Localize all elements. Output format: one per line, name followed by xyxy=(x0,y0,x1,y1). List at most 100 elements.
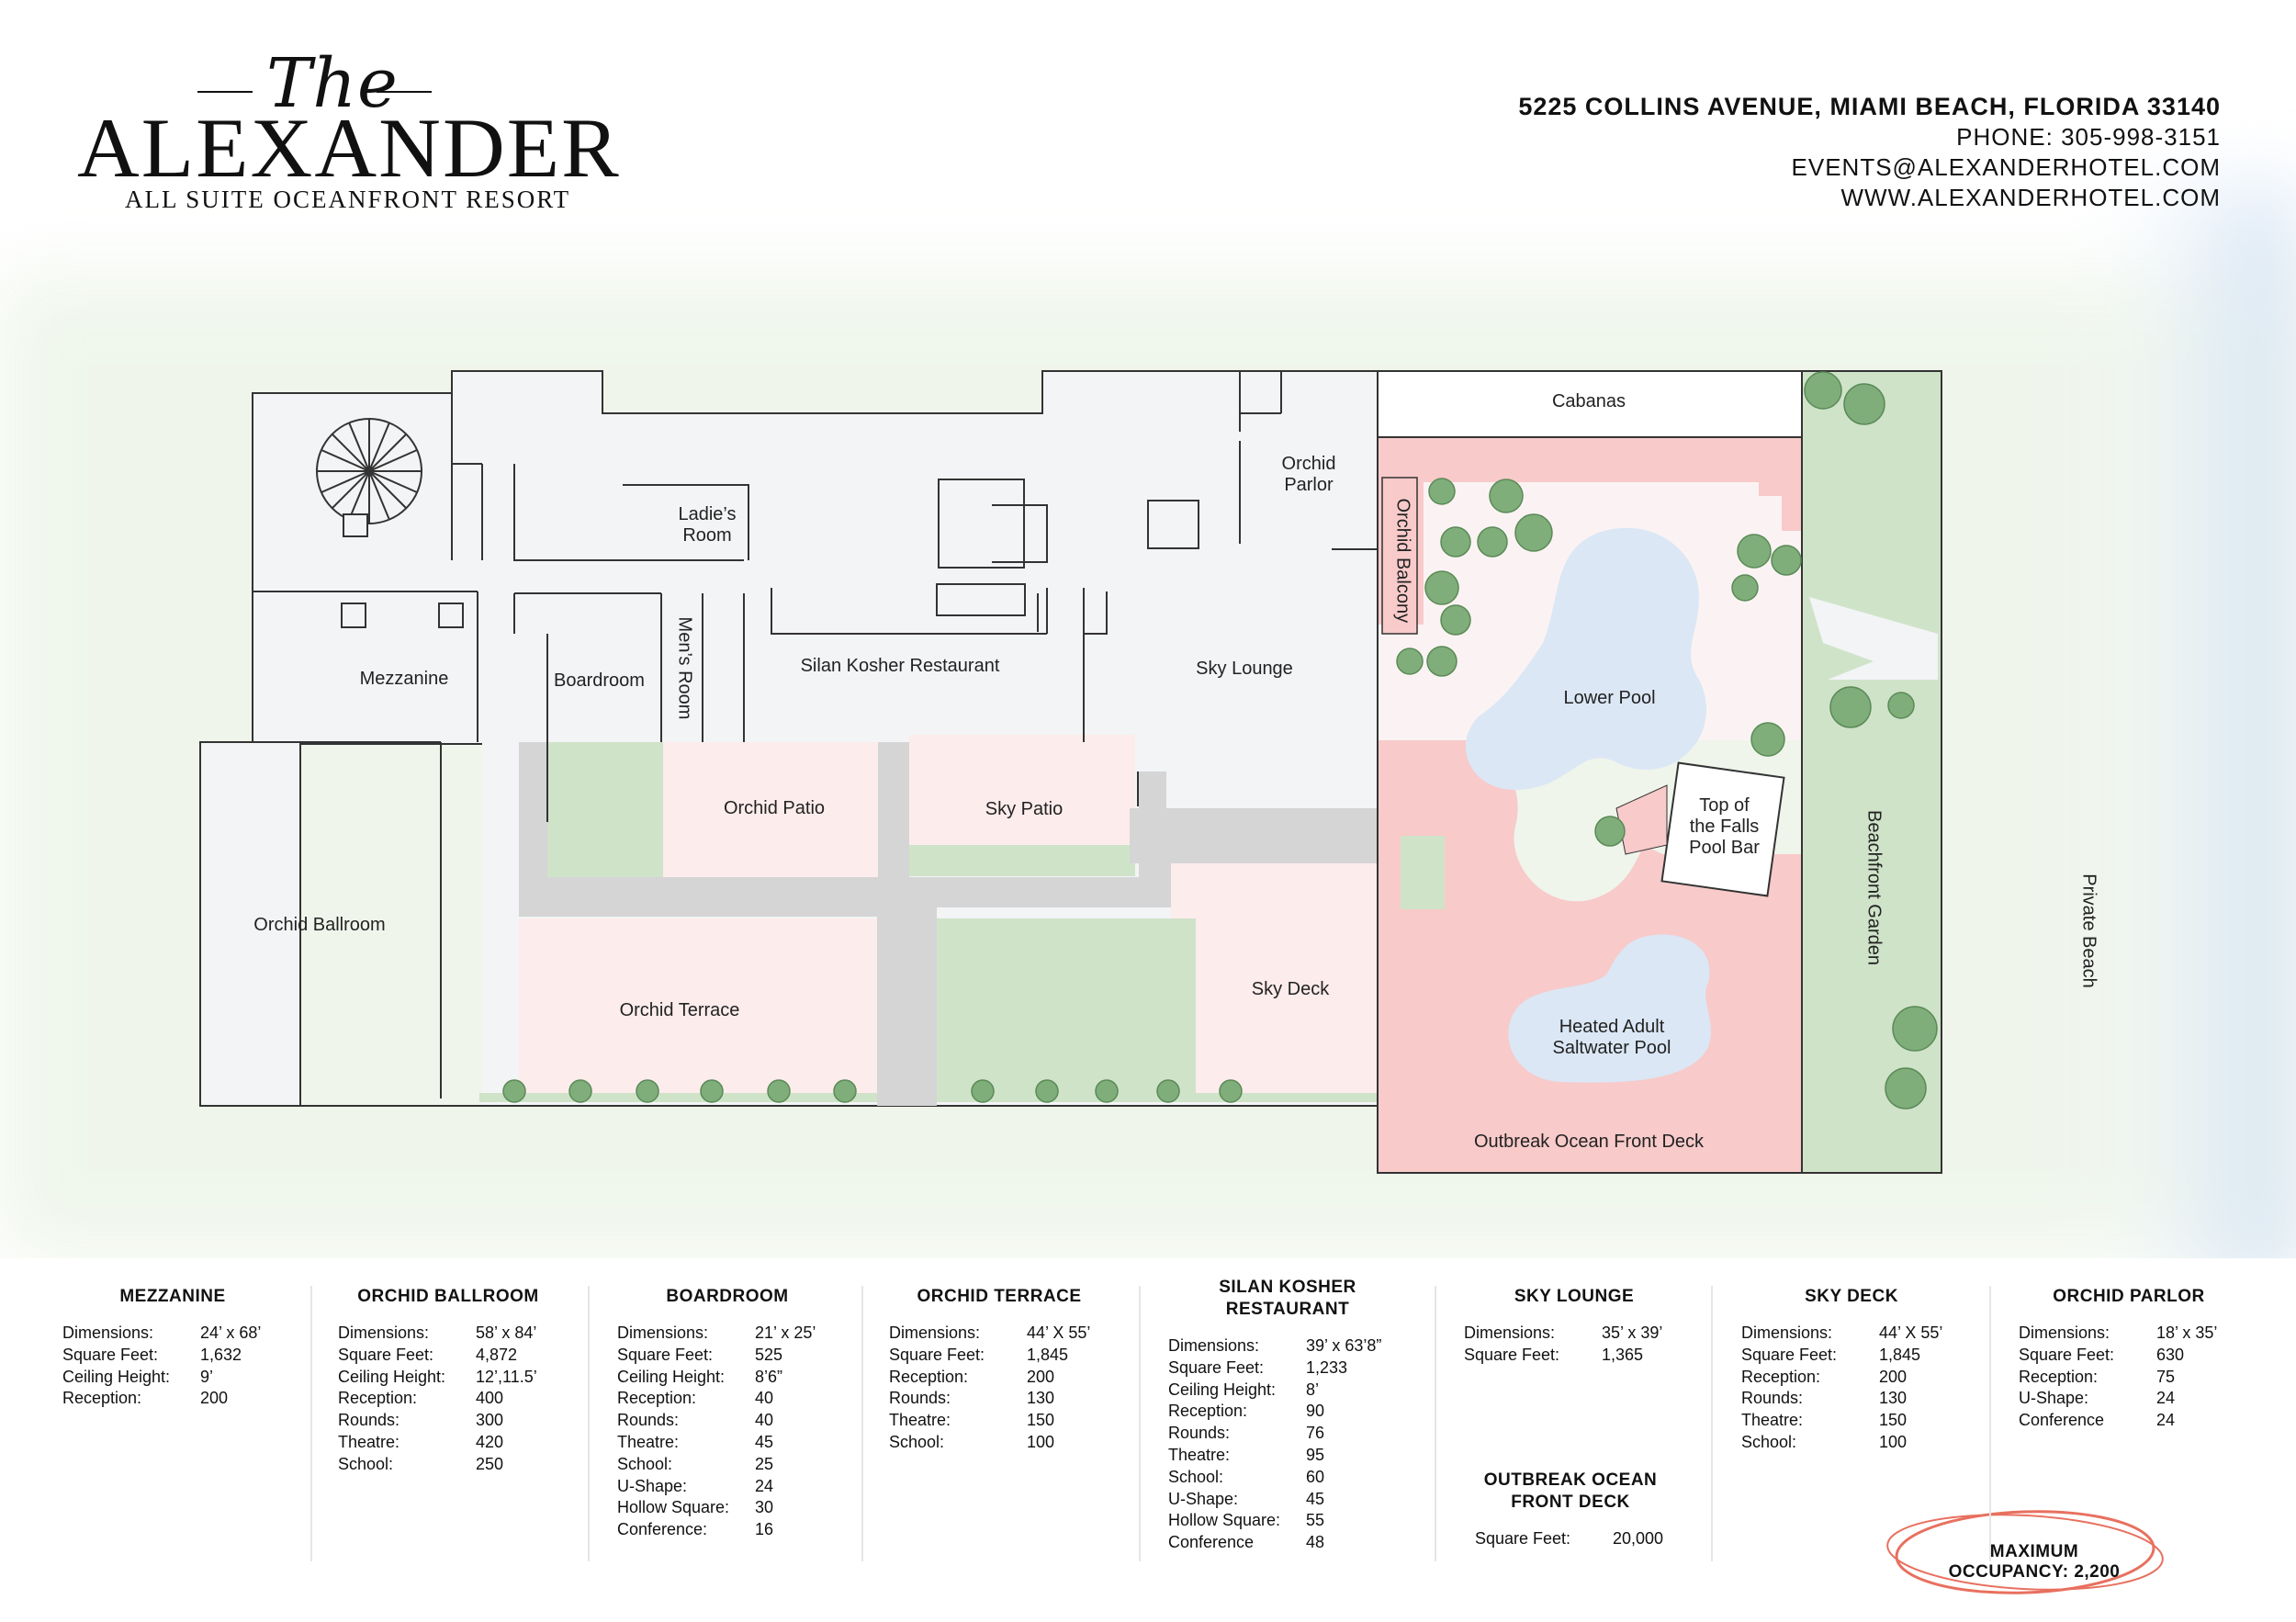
spec-value: 75 xyxy=(2156,1367,2176,1386)
spec-title: SKY LOUNGE xyxy=(1514,1287,1635,1306)
spec-value: 44’ X 55’ xyxy=(1879,1324,1943,1342)
spec-row: Dimensions:39’ x 63’8” xyxy=(1168,1335,1407,1357)
spec-label: Rounds: xyxy=(889,1389,951,1408)
email-link[interactable]: EVENTS@ALEXANDERHOTEL.COM xyxy=(1791,153,2221,181)
label-mezzanine: Mezzanine xyxy=(359,669,449,689)
brand-tagline: ALL SUITE OCEANFRONT RESORT xyxy=(125,186,571,213)
spec-value: 48 xyxy=(1306,1533,1325,1552)
spec-title: ORCHID TERRACE xyxy=(917,1287,1082,1306)
label-boardroom: Boardroom xyxy=(554,670,645,691)
label-lower-pool: Lower Pool xyxy=(1563,688,1656,708)
spec-value: 20,000 xyxy=(1613,1529,1664,1548)
contact-block: 5225 COLLINS AVENUE, MIAMI BEACH, FLORID… xyxy=(1518,92,2221,213)
spec-label: Hollow Square: xyxy=(1168,1511,1281,1530)
spec-row: School:100 xyxy=(889,1432,1109,1454)
spec-row: U-Shape:24 xyxy=(617,1476,838,1498)
spec-row: Dimensions: 21’ x 25’ xyxy=(617,1323,838,1345)
spec-label: U-Shape: xyxy=(2019,1389,2089,1408)
spec-value: 200 xyxy=(1879,1367,1908,1386)
spec-value: 21’ x 25’ xyxy=(755,1324,816,1342)
spec-value: 25 xyxy=(755,1454,774,1473)
spec-label: School: xyxy=(1168,1467,1224,1486)
spec-label: Ceiling Height: xyxy=(338,1367,446,1386)
address: 5225 COLLINS AVENUE, MIAMI BEACH, FLORID… xyxy=(1518,93,2221,120)
spec-label: Square Feet: xyxy=(889,1345,985,1364)
spec-value: 35’ x 39’ xyxy=(1602,1324,1663,1342)
label-sky-patio: Sky Patio xyxy=(985,799,1064,819)
label-orchid-patio: Orchid Patio xyxy=(723,798,826,818)
spec-label: School: xyxy=(889,1432,945,1451)
spec-value: 40 xyxy=(755,1411,774,1430)
spec-label: Square Feet: xyxy=(1168,1357,1265,1377)
max-occupancy: MAXIMUM OCCUPANCY: 2,200 xyxy=(1948,1542,2121,1582)
spec-value: 630 xyxy=(2156,1345,2185,1364)
spec-row: Rounds:130 xyxy=(889,1388,1109,1410)
orchid-terrace-area xyxy=(519,918,877,1098)
spec-value: 250 xyxy=(476,1454,504,1473)
spec-value: 24 xyxy=(755,1476,774,1495)
spec-label: Reception: xyxy=(62,1389,142,1408)
spec-value: 1,632 xyxy=(200,1345,242,1364)
orchid-patio-area xyxy=(663,742,878,880)
pool-bar xyxy=(1660,761,1785,897)
spec-label: Dimensions: xyxy=(1464,1324,1556,1342)
spec-row: Conference:16 xyxy=(617,1519,838,1541)
spec-row: Dimensions:24’ x 68’ xyxy=(62,1323,283,1345)
sky-deck-area xyxy=(1171,863,1378,1098)
label-private-beach: Private Beach xyxy=(2078,873,2099,988)
spec-value: 60 xyxy=(1306,1467,1325,1486)
spec-title: SILAN KOSHER RESTAURANT xyxy=(1219,1278,1356,1319)
spec-value: 8’6” xyxy=(755,1367,783,1386)
spec-value: 39’ x 63’8” xyxy=(1306,1336,1382,1355)
spec-row: Theatre: 45 xyxy=(617,1432,838,1454)
spec-value: 44’ X 55’ xyxy=(1027,1324,1091,1342)
spec-label: Square Feet: xyxy=(338,1345,434,1364)
spec-label: Theatre: xyxy=(338,1432,400,1451)
spec-title: OUTBREAK OCEAN FRONT DECK xyxy=(1483,1470,1658,1512)
spec-value: 525 xyxy=(755,1345,783,1364)
spec-label: School: xyxy=(617,1454,673,1473)
website-link[interactable]: WWW.ALEXANDERHOTEL.COM xyxy=(1840,184,2221,211)
spec-value: 45 xyxy=(755,1432,774,1451)
spec-label: Rounds: xyxy=(338,1411,400,1430)
spec-value: 76 xyxy=(1306,1424,1325,1443)
spec-label: Ceiling Height: xyxy=(1168,1380,1277,1399)
spec-label: Reception: xyxy=(617,1389,697,1408)
spec-outbreak-ocean-front-deck: OUTBREAK OCEAN FRONT DECK Square Feet: 2… xyxy=(1433,1470,1708,1550)
spec-row: Reception:40 xyxy=(617,1388,838,1410)
label-orchid-terrace: Orchid Terrace xyxy=(619,1000,740,1020)
label-mens-room: Men’s Room xyxy=(674,616,695,720)
spec-value: 9’ xyxy=(200,1367,214,1386)
spec-label: Rounds: xyxy=(1741,1389,1804,1408)
spec-row: Theatre:150 xyxy=(1741,1410,1962,1432)
spec-row: Dimensions:58’ x 84’ xyxy=(338,1323,558,1345)
spec-label: Hollow Square: xyxy=(617,1498,730,1517)
label-orchid-balcony: Orchid Balcony xyxy=(1392,498,1413,624)
spec-row: Ceiling Height:12’,11.5’ xyxy=(338,1367,558,1389)
spiral-staircase xyxy=(316,418,422,537)
lower-pool xyxy=(1465,527,1706,790)
spec-label: School: xyxy=(1741,1432,1797,1451)
label-cabanas: Cabanas xyxy=(1551,391,1626,411)
label-silan-kosher-restaurant: Silan Kosher Restaurant xyxy=(800,656,1000,676)
spec-title: ORCHID PARLOR xyxy=(2053,1287,2205,1306)
spec-row: Rounds:130 xyxy=(1741,1388,1962,1410)
spec-value: 200 xyxy=(200,1389,229,1408)
spec-row: U-Shape:45 xyxy=(1168,1489,1407,1511)
spec-title: SKY DECK xyxy=(1805,1287,1898,1306)
spec-row: Reception:90 xyxy=(1168,1401,1407,1423)
spec-value: 24 xyxy=(2156,1389,2176,1408)
spec-label: Dimensions: xyxy=(617,1324,709,1342)
spec-row: Ceiling Height:9’ xyxy=(62,1367,283,1389)
spec-label: Square Feet: xyxy=(1464,1345,1560,1364)
palm-trees xyxy=(502,371,1938,1109)
spec-value: 400 xyxy=(476,1389,504,1408)
spec-row: U-Shape: 24 xyxy=(2019,1388,2239,1410)
spec-title: BOARDROOM xyxy=(666,1287,789,1306)
spec-value: 18’ x 35’ xyxy=(2156,1324,2218,1342)
spec-label: Theatre: xyxy=(617,1432,680,1451)
